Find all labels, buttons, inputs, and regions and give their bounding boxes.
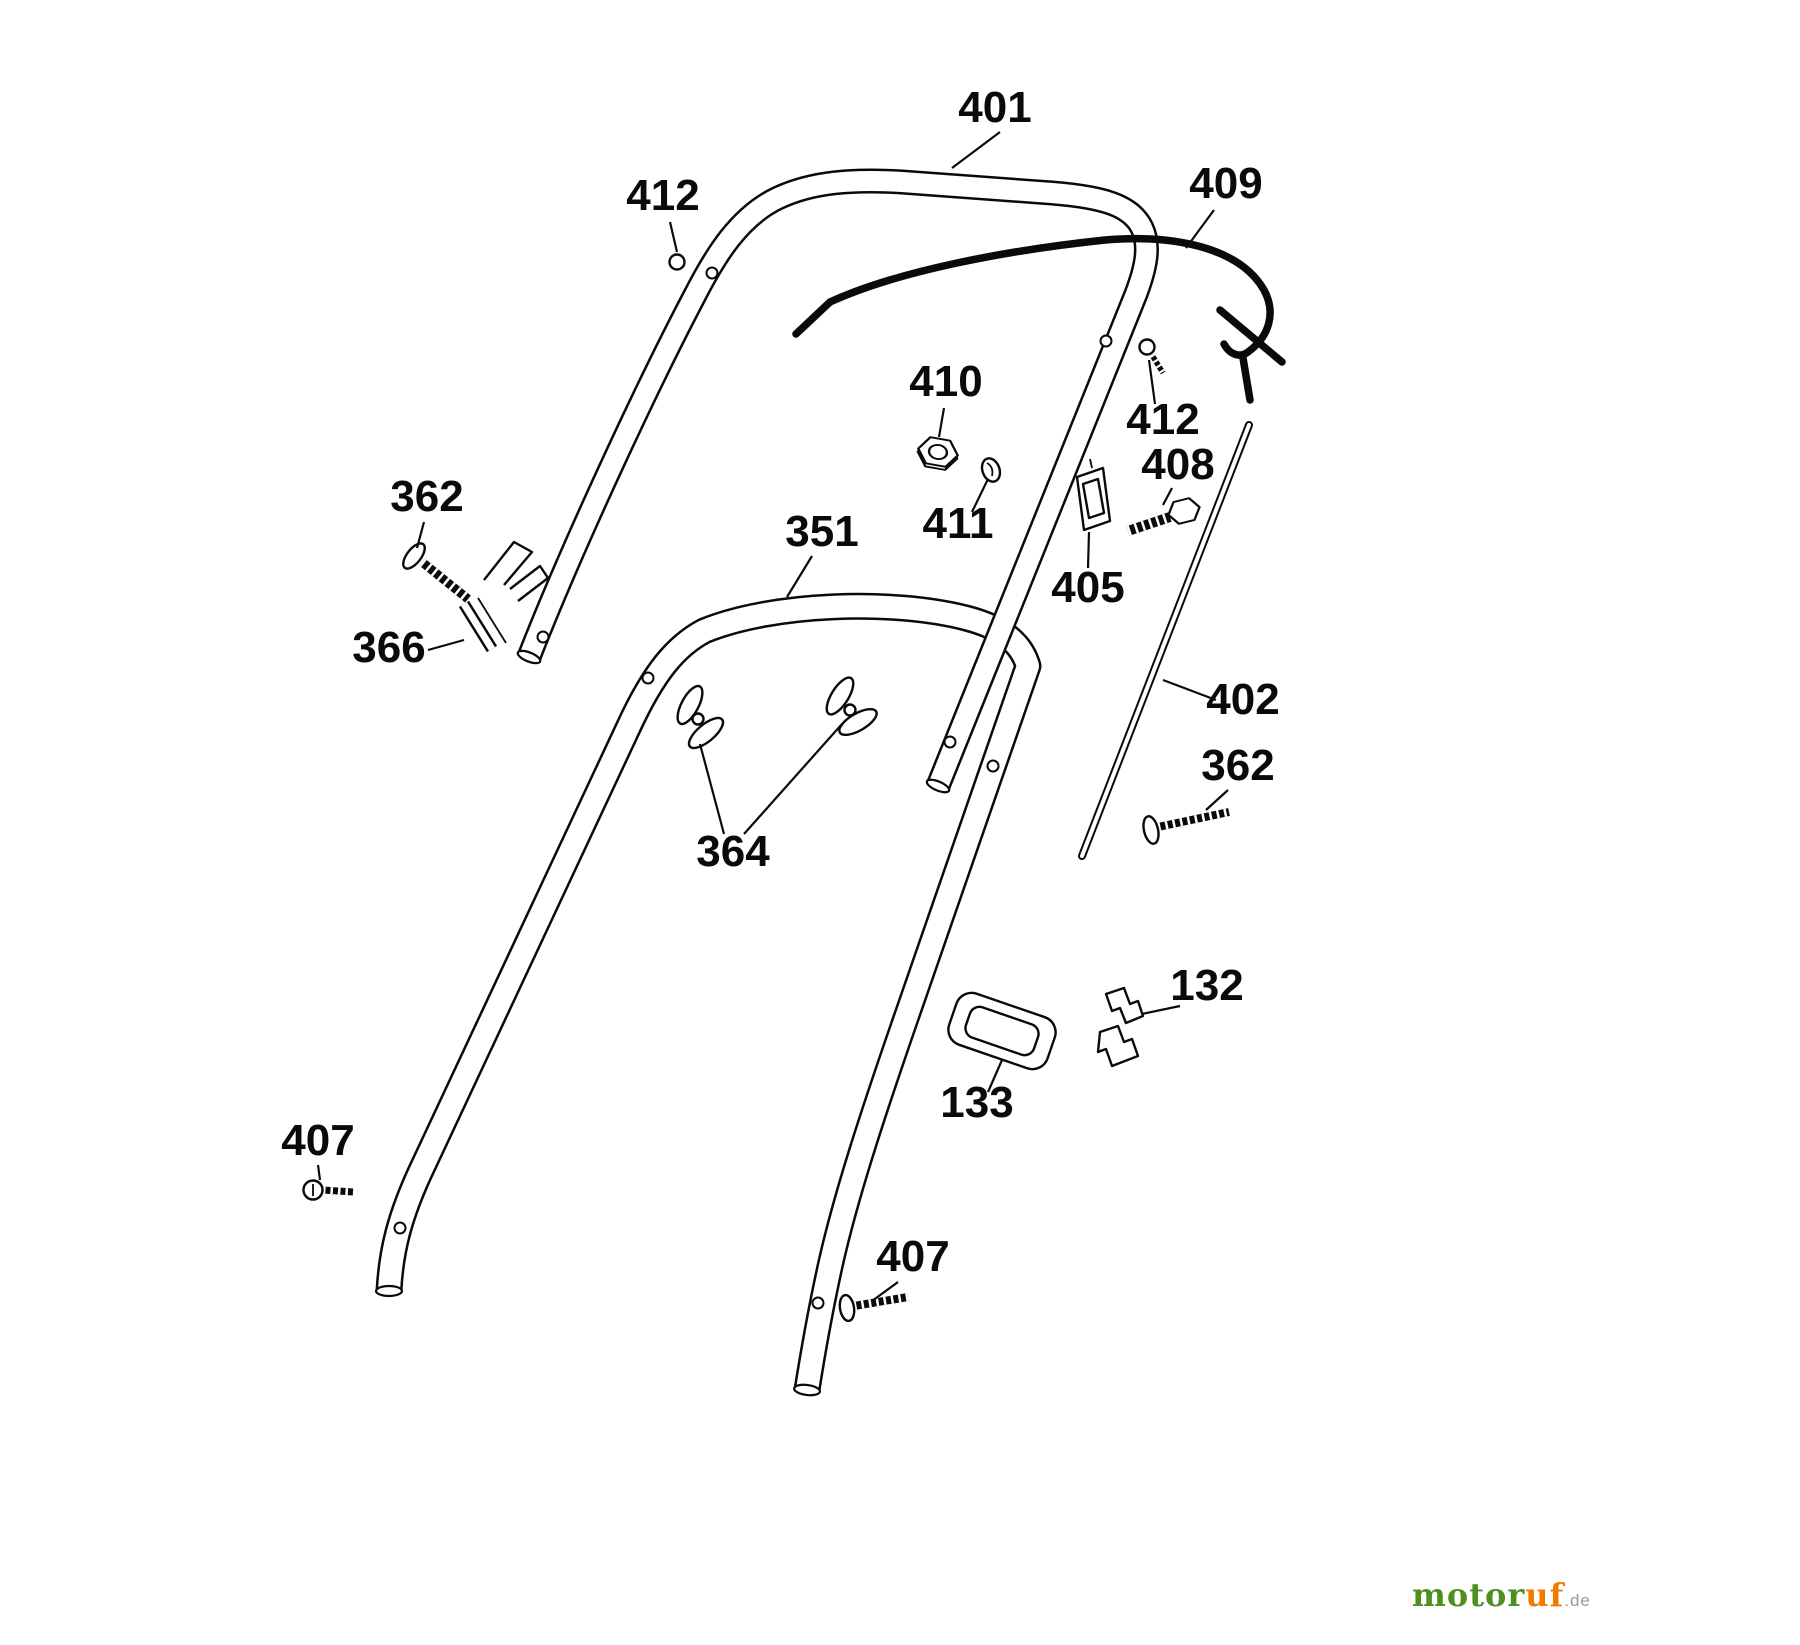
part-label-401: 401 [958,83,1031,132]
part-label-351: 351 [785,507,858,556]
grip-plate-133 [947,991,1057,1071]
bolt-408 [1126,497,1201,536]
nut-410 [916,436,959,471]
watermark-logo: motoruf.de [1412,1576,1591,1614]
rod-402 [1078,421,1253,860]
screw-362-right [1142,808,1230,845]
part-label-407-left: 407 [281,1116,354,1165]
part-label-408: 408 [1141,440,1214,489]
part-label-133: 133 [940,1078,1013,1127]
part-label-362-right: 362 [1201,741,1274,790]
tube-end-lower-right [792,1383,822,1397]
part-labels: 401 412 409 410 411 412 408 405 351 362 … [281,83,1279,1281]
cable-tail [1239,354,1254,404]
washer-411 [980,457,1002,483]
wing-knob-364-left [676,684,725,750]
part-label-366: 366 [352,623,425,672]
logo-domain-suffix: .de [1564,1591,1591,1610]
part-label-410: 410 [909,357,982,406]
clip-132 [1096,986,1145,1068]
tube-end-upper-right [925,778,951,794]
screw-407-left [302,1179,354,1201]
part-label-402: 402 [1206,675,1279,724]
cable-409 [792,234,1286,404]
part-label-412-left: 412 [626,171,699,220]
part-label-412-right: 412 [1126,395,1199,444]
leader-lines [316,131,1229,1302]
part-label-411: 411 [923,499,994,548]
clip-405 [1075,458,1112,532]
pin-412-left [668,253,686,271]
screw-407-bottom [838,1293,909,1323]
logo-brand-primary: motor [1412,1576,1526,1614]
tube-end-lower-left [374,1284,404,1298]
screw-362-left [402,542,471,603]
lower-handle-tube [374,592,1042,1397]
logo-brand-secondary: uf [1525,1576,1565,1614]
part-label-409: 409 [1189,159,1262,208]
part-label-405: 405 [1051,563,1124,612]
part-label-362-left: 362 [390,472,463,521]
part-label-407-bottom: 407 [876,1232,949,1281]
bracket-366 [458,540,550,653]
part-label-364: 364 [696,827,770,876]
tube-end-upper-left [516,649,542,665]
wing-knob-364-right [825,676,878,737]
part-label-132: 132 [1170,961,1243,1010]
screw-412-right [1138,338,1166,375]
cable-cross [1216,306,1286,366]
upper-handle-tube [516,168,1159,794]
